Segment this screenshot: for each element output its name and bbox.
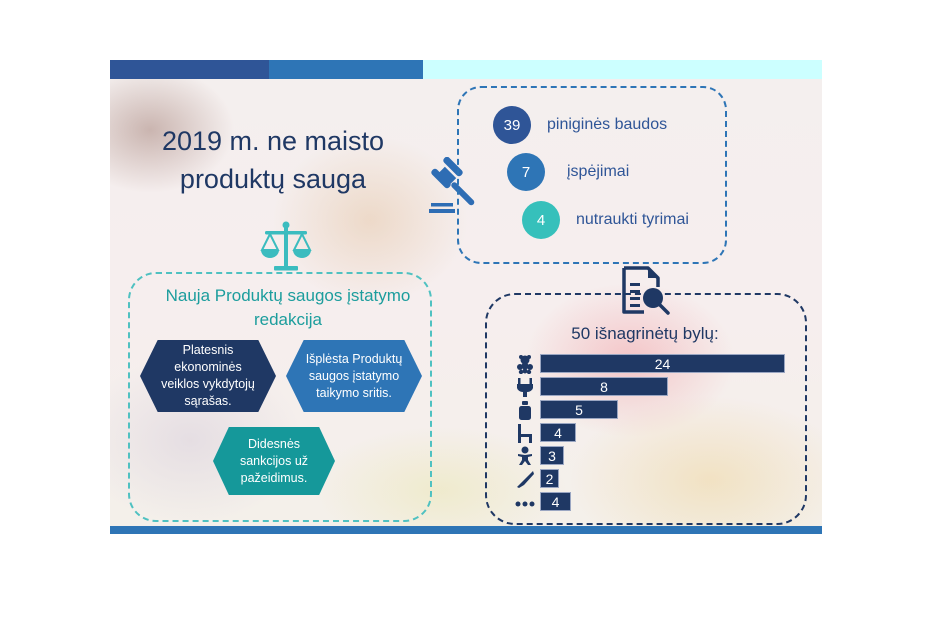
- title-line-2: produktų sauga: [179, 164, 367, 194]
- bar-bottle: 5: [540, 400, 618, 419]
- chair-icon: [510, 423, 540, 443]
- penalty-stat-warnings: 7 įspėjimai: [507, 153, 629, 191]
- terminated-count: 4: [522, 201, 560, 239]
- bar-row: 8: [510, 375, 785, 398]
- page-title: 2019 m. ne maisto produktų sauga: [128, 122, 418, 198]
- cases-title: 50 išnagrinėtų bylų:: [571, 324, 719, 343]
- bar-childcare: 3: [540, 446, 564, 465]
- title-line-1: 2019 m. ne maisto: [161, 126, 385, 156]
- cases-bar-chart: 24 8 5 4 3: [510, 352, 785, 513]
- baby-icon: [510, 446, 540, 466]
- law-item-2: Išplėsta Produktų saugos įstatymo taikym…: [286, 340, 422, 412]
- penalties-box: [457, 86, 727, 264]
- bar-row: 5: [510, 398, 785, 421]
- warnings-count: 7: [507, 153, 545, 191]
- cases-box: [485, 293, 807, 525]
- law-section-box: [128, 272, 432, 522]
- bottom-color-bar: [110, 526, 822, 534]
- warnings-label: įspėjimai: [567, 163, 630, 180]
- fines-count: 39: [493, 106, 531, 144]
- bar-row: 4: [510, 421, 785, 444]
- law-item-1-text: Platesnis ekonominės veiklos vykdytojų s…: [161, 343, 255, 408]
- fines-label: piniginės baudos: [547, 116, 668, 133]
- bar-toys: 24: [540, 354, 785, 373]
- teddy-bear-icon: [510, 354, 540, 374]
- bar-row: 3: [510, 444, 785, 467]
- law-item-3: Didesnės sankcijos už pažeidimus.: [213, 427, 335, 495]
- bar-row: 4: [510, 490, 785, 513]
- bar-electrical: 8: [540, 377, 668, 396]
- bar-row: 24: [510, 352, 785, 375]
- top-color-bar: [110, 60, 822, 79]
- bar-cosmetics: 2: [540, 469, 559, 488]
- law-item-2-text: Išplėsta Produktų saugos įstatymo taikym…: [305, 351, 403, 400]
- plug-icon: [510, 377, 540, 397]
- law-item-1: Platesnis ekonominės veiklos vykdytojų s…: [140, 340, 276, 412]
- top-bar-segment-light: [423, 60, 822, 79]
- penalty-stat-terminated: 4 nutraukti tyrimai: [522, 201, 689, 239]
- top-bar-segment-blue: [269, 60, 423, 79]
- bar-furniture: 4: [540, 423, 576, 442]
- infographic-card: 2019 m. ne maisto produktų sauga Nauja P…: [110, 60, 822, 534]
- tube-icon: [510, 469, 540, 489]
- bottle-icon: [510, 400, 540, 420]
- bar-row: 2: [510, 467, 785, 490]
- law-heading: Nauja Produktų saugos įstatymo redakcija: [165, 286, 411, 329]
- penalty-stat-fines: 39 piniginės baudos: [493, 106, 667, 144]
- terminated-label: nutraukti tyrimai: [576, 211, 689, 228]
- scales-icon: [260, 221, 312, 271]
- law-item-3-text: Didesnės sankcijos už pažeidimus.: [239, 436, 309, 485]
- more-icon: [510, 492, 540, 512]
- bar-other: 4: [540, 492, 571, 511]
- top-bar-segment-dark: [110, 60, 269, 79]
